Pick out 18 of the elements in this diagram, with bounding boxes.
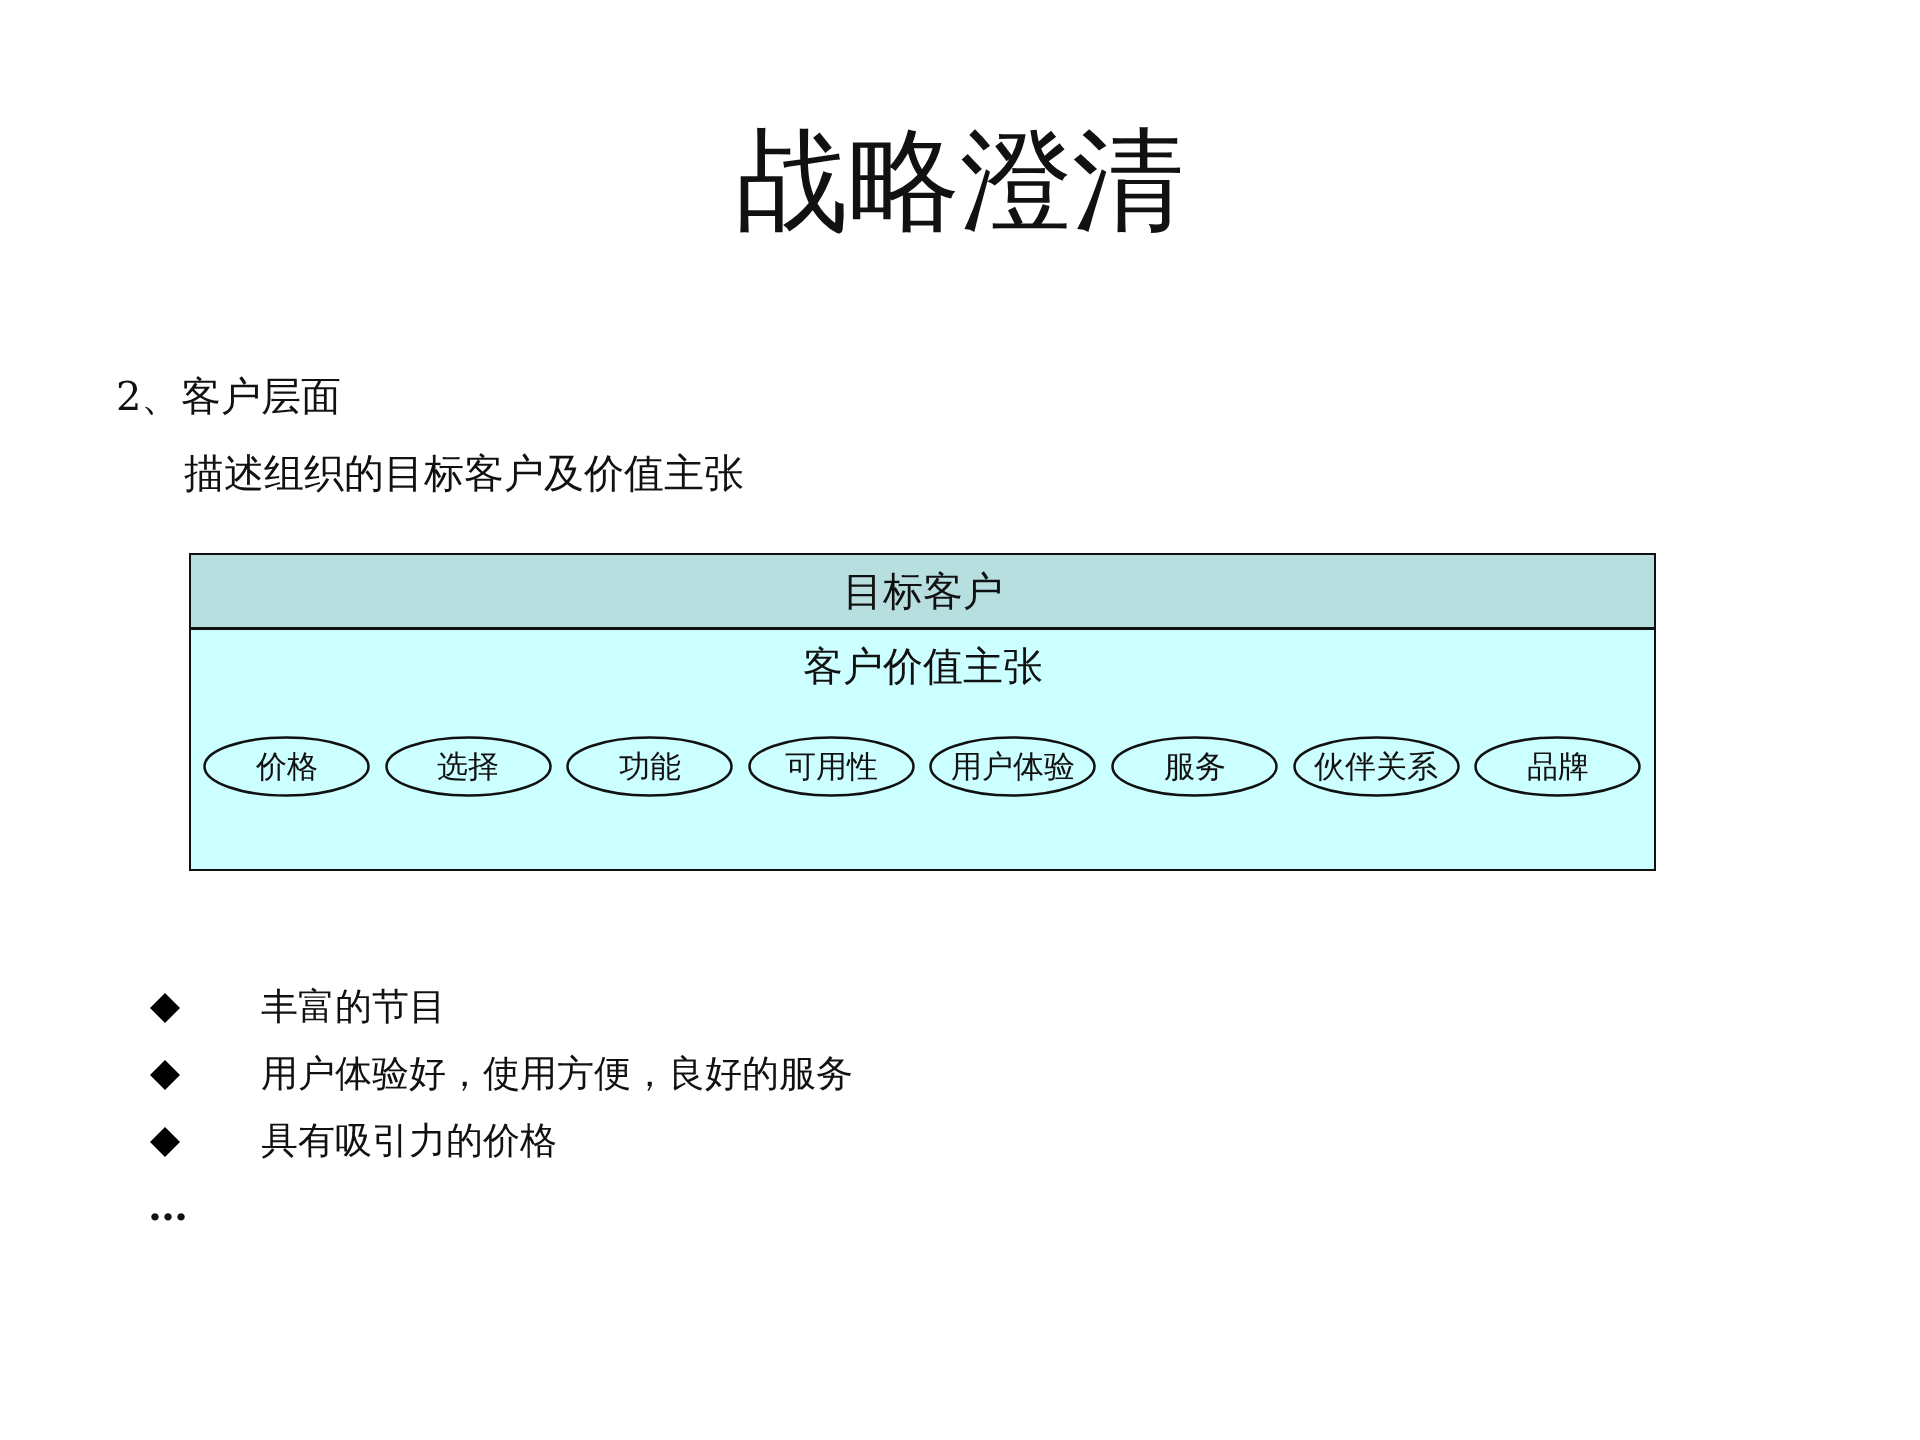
- value-oval: 品牌: [1474, 736, 1642, 797]
- value-oval: 伙伴关系: [1292, 736, 1460, 797]
- section-heading: 2、客户层面: [116, 372, 342, 420]
- bullet-text: 具有吸引力的价格: [261, 1119, 557, 1164]
- value-oval: 价格: [203, 736, 370, 797]
- bullet-text: 用户体验好，使用方便，良好的服务: [261, 1052, 853, 1097]
- description: 描述组织的目标客户及价值主张: [184, 449, 744, 497]
- title: 战略澄清: [735, 124, 1185, 236]
- value-oval: 服务: [1111, 736, 1278, 797]
- bullet-text: 丰富的节目: [261, 985, 446, 1030]
- value-oval: 选择: [384, 736, 552, 797]
- value-oval: 功能: [566, 736, 734, 797]
- value-oval: 用户体验: [929, 736, 1097, 797]
- header-band: 目标客户: [189, 553, 1656, 629]
- ellipsis: …: [148, 1182, 188, 1230]
- value-oval: 可用性: [747, 736, 915, 797]
- content-band: [189, 628, 1656, 871]
- band-heading: 客户价值主张: [802, 642, 1043, 690]
